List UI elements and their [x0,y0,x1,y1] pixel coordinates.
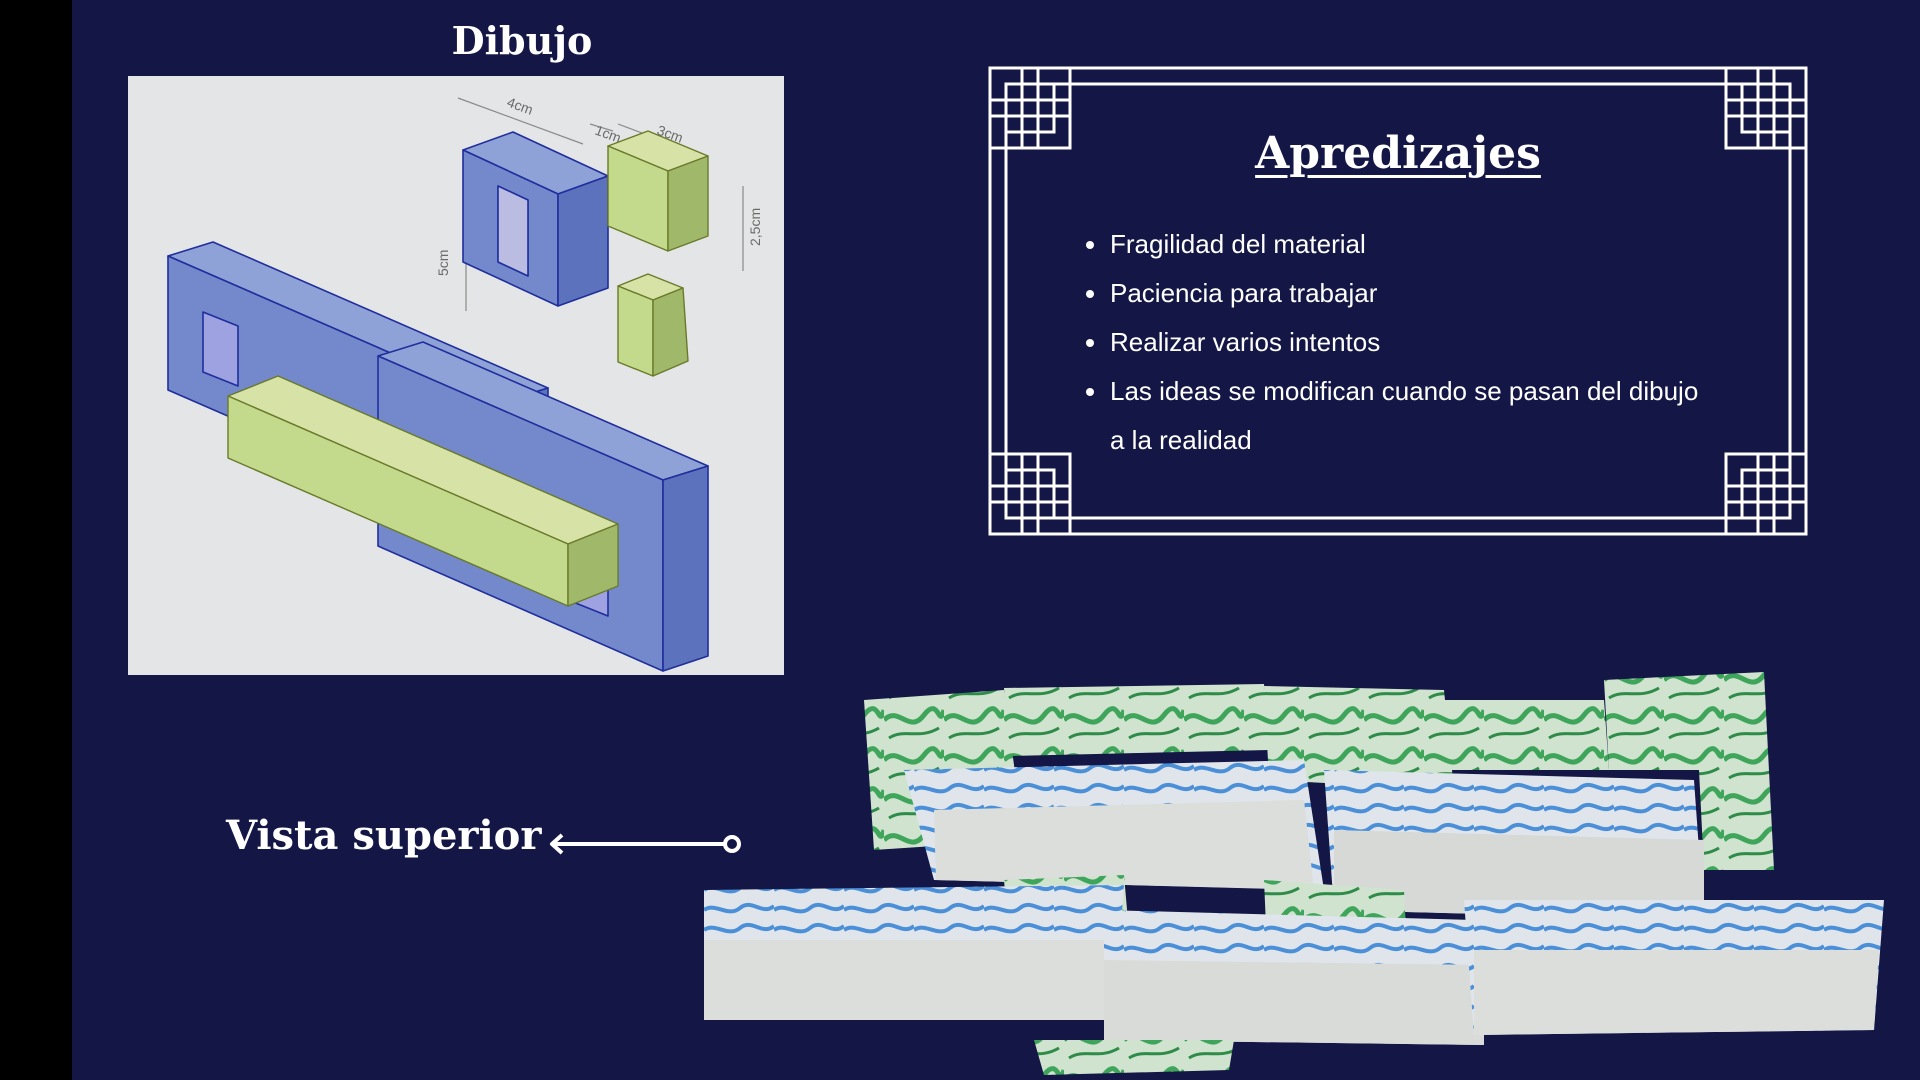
list-item: Paciencia para trabajar [1082,269,1702,318]
left-arrow-icon [550,833,741,855]
list-item: Las ideas se modifican cuando se pasan d… [1082,367,1702,465]
dimension-label-2-5cm: 2,5cm [747,208,763,246]
learnings-title: Apredizajes [1255,128,1541,179]
model-photo [704,660,1884,1080]
decorative-frame [988,66,1808,536]
list-item: Fragilidad del material [1082,220,1702,269]
drawing-title: Dibujo [451,18,593,63]
top-view-label: Vista superior [226,812,542,859]
list-item: Realizar varios intentos [1082,318,1702,367]
drawing-photo: 4cm 1cm 3cm 5cm 2,5cm [128,76,784,675]
learnings-list: Fragilidad del material Paciencia para t… [1082,220,1702,465]
slide: Dibujo 4cm 1cm 3cm 5cm 2,5cm [72,0,1920,1080]
dimension-label-5cm: 5cm [435,250,451,276]
